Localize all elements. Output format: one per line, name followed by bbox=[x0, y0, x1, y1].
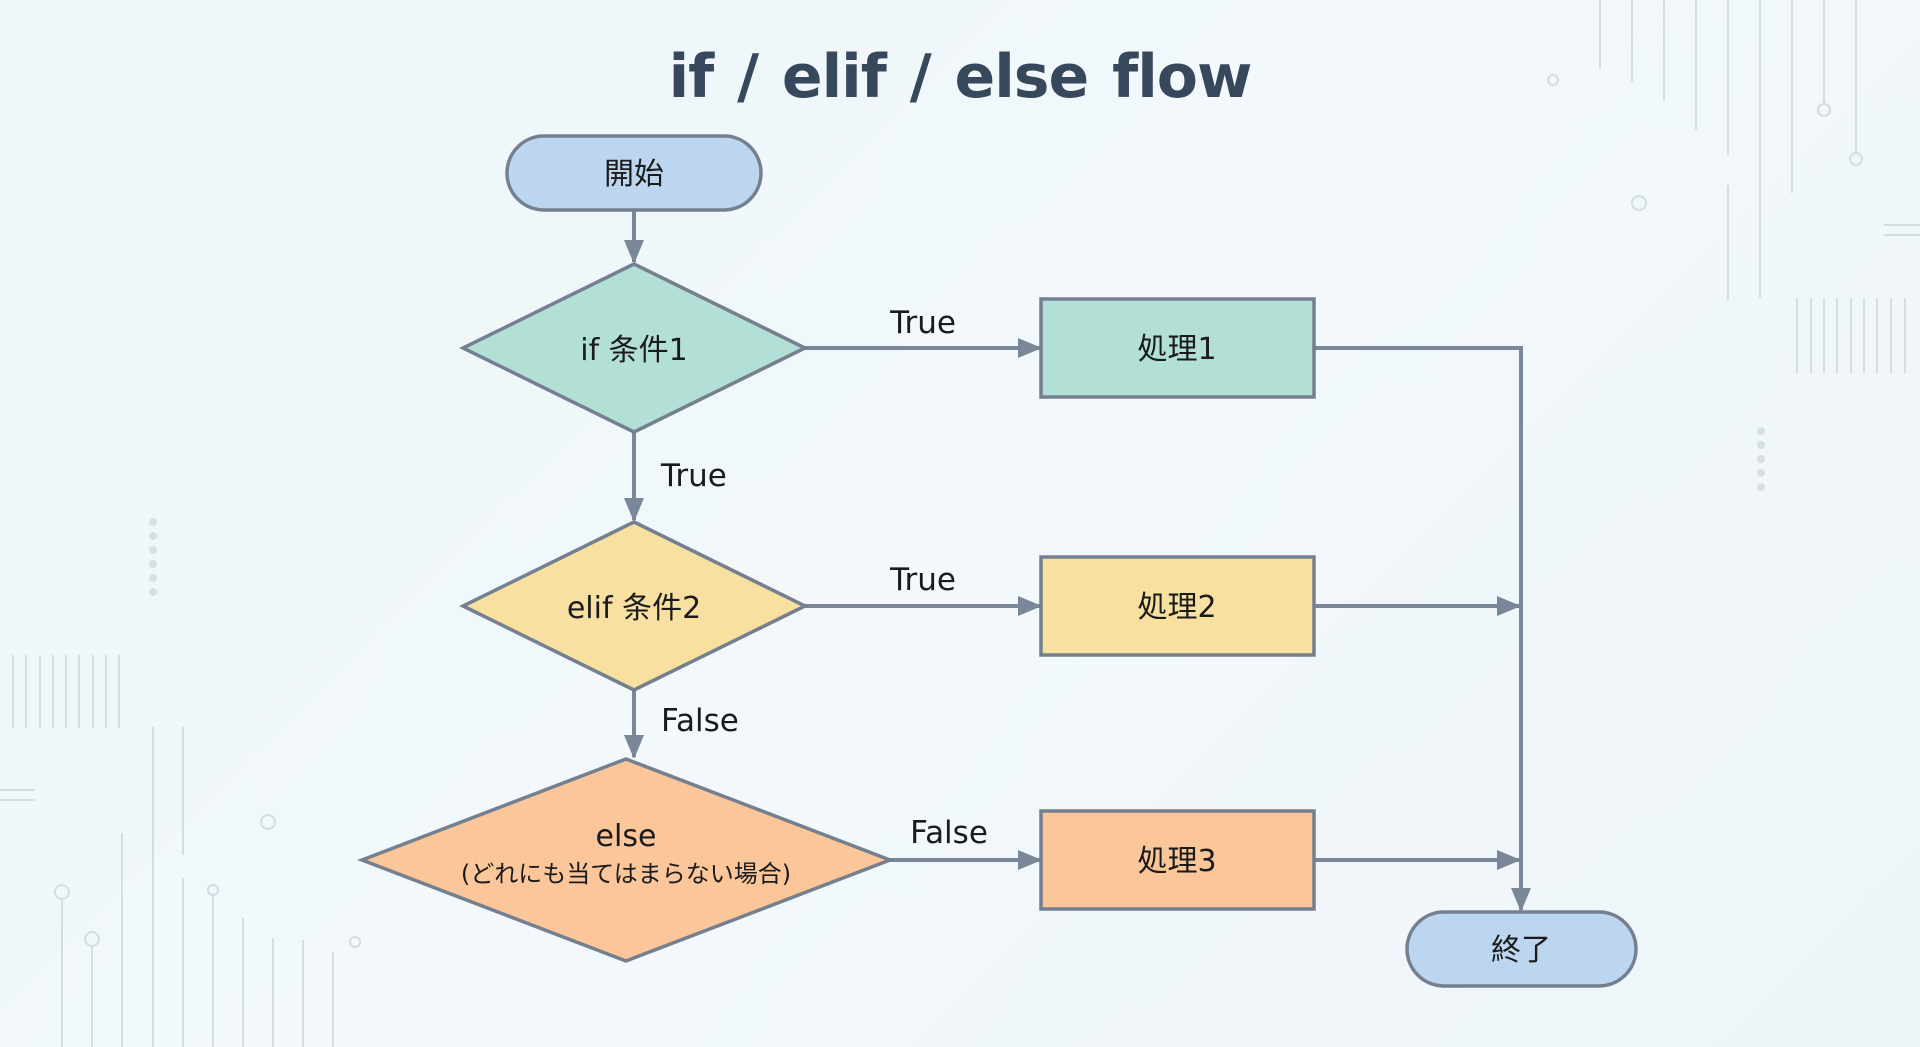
process1-shape bbox=[1039, 297, 1316, 399]
edge-label-if-to-elif: True bbox=[660, 458, 727, 494]
node-process3[interactable]: 処理3 bbox=[1039, 809, 1316, 911]
edge-label-elif-to-else: False bbox=[661, 703, 739, 739]
process3-label: 処理3 bbox=[1137, 844, 1216, 879]
start-label: 開始 bbox=[604, 157, 664, 192]
end-label: 終了 bbox=[1491, 933, 1551, 968]
decoration-bottom-left bbox=[0, 518, 361, 1047]
edge-process1-to-end bbox=[1314, 346, 1531, 912]
if-decision-shape bbox=[459, 262, 809, 434]
edge-label-else-to-process3: False bbox=[910, 815, 988, 851]
else-decision-shape bbox=[357, 757, 895, 963]
else-sublabel: (どれにも当てはまらない場合) bbox=[461, 860, 791, 888]
node-if-condition[interactable]: if 条件1 bbox=[459, 262, 809, 434]
node-elif-condition[interactable]: elif 条件2 bbox=[459, 520, 809, 692]
else-label: else bbox=[596, 819, 657, 854]
start-terminal-shape bbox=[505, 134, 763, 212]
decoration-top-right bbox=[1547, 0, 1920, 491]
edge-label-if-to-process1: True bbox=[889, 305, 956, 341]
edge-label-elif-to-process2: True bbox=[889, 562, 956, 598]
process1-label: 処理1 bbox=[1137, 332, 1216, 367]
if-condition-label: if 条件1 bbox=[580, 333, 688, 368]
node-else[interactable]: else (どれにも当てはまらない場合) bbox=[357, 757, 895, 963]
process2-label: 処理2 bbox=[1137, 590, 1216, 625]
node-process2[interactable]: 処理2 bbox=[1039, 555, 1316, 657]
process3-shape bbox=[1039, 809, 1316, 911]
edge-labels: True True True False False bbox=[660, 305, 988, 851]
node-start[interactable]: 開始 bbox=[505, 134, 763, 212]
diagram-title: if / elif / else flow bbox=[668, 42, 1253, 112]
process2-shape bbox=[1039, 555, 1316, 657]
elif-decision-shape bbox=[459, 520, 809, 692]
edges bbox=[624, 210, 1531, 912]
end-terminal-shape bbox=[1405, 910, 1638, 988]
node-process1[interactable]: 処理1 bbox=[1039, 297, 1316, 399]
elif-condition-label: elif 条件2 bbox=[567, 591, 701, 626]
node-end[interactable]: 終了 bbox=[1405, 910, 1638, 988]
